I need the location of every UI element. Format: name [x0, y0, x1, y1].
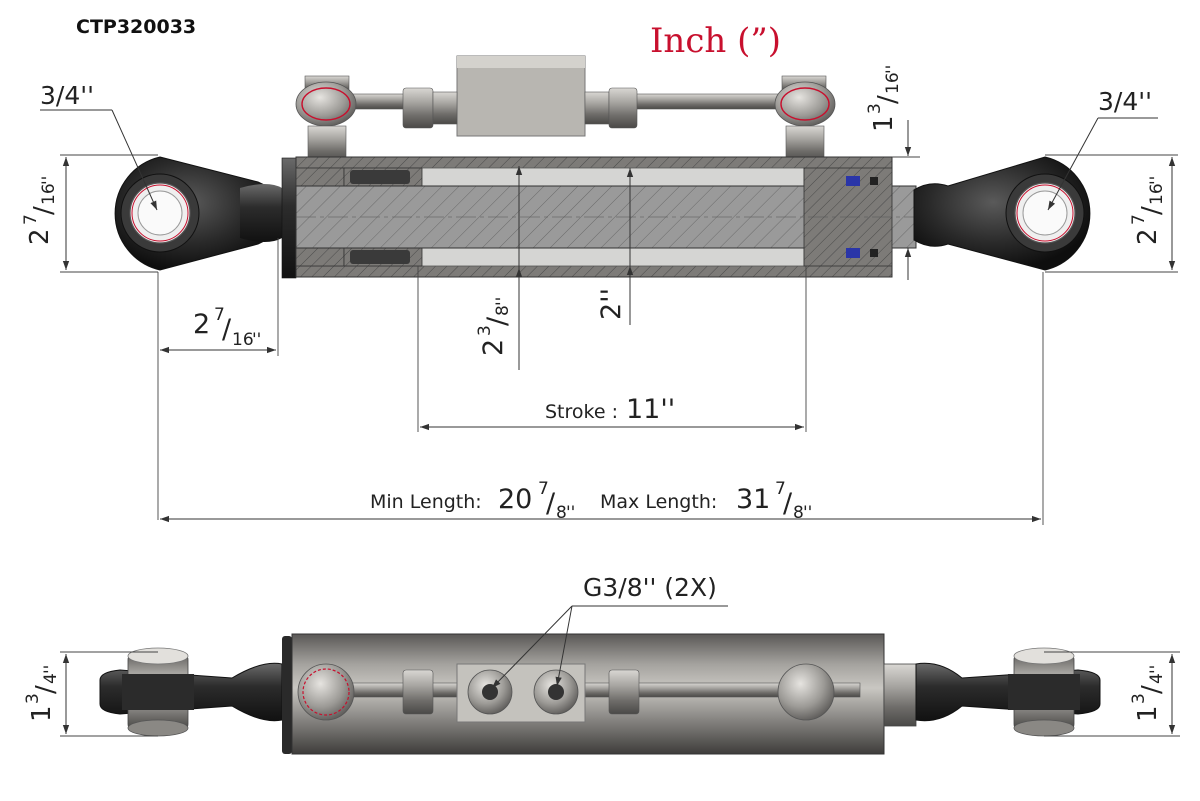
dim-port: G3/8'' (2X): [491, 573, 728, 689]
svg-text:/: /: [1137, 206, 1167, 215]
dim-bore: 2 3 / 8 '': [475, 166, 523, 370]
svg-text:7: 7: [1129, 214, 1149, 225]
svg-text:3: 3: [23, 693, 43, 704]
svg-text:/: /: [546, 488, 556, 519]
svg-text:'': '': [883, 65, 903, 74]
svg-text:3/4'': 3/4'': [40, 81, 94, 110]
svg-text:3: 3: [1129, 693, 1149, 704]
cylinder-side-view: [99, 633, 1101, 755]
dim-left-pin: 3/4'': [40, 81, 158, 211]
svg-text:2: 2: [193, 309, 210, 340]
svg-text:7: 7: [775, 479, 786, 499]
dim-rod: 2'': [596, 168, 634, 325]
svg-text:'': '': [566, 503, 575, 523]
svg-text:1: 1: [869, 115, 899, 132]
svg-text:2: 2: [25, 228, 55, 245]
svg-text:7: 7: [538, 479, 549, 499]
svg-text:4: 4: [1147, 673, 1167, 684]
dim-overall-length: Min Length: 20 7 / 8 '' Max Length: 31 7…: [160, 272, 1044, 525]
svg-text:31: 31: [736, 484, 770, 515]
svg-text:Min Length:: Min Length:: [370, 491, 482, 513]
dim-left-eye-height: 2 7 / 16 '': [21, 154, 158, 273]
svg-text:Stroke :: Stroke :: [545, 401, 618, 423]
svg-text:11'': 11'': [626, 394, 675, 425]
svg-text:/: /: [29, 206, 59, 215]
svg-text:'': '': [803, 503, 812, 523]
svg-text:/: /: [222, 314, 232, 345]
svg-text:2: 2: [478, 339, 509, 356]
svg-text:G3/8'' (2X): G3/8'' (2X): [583, 573, 717, 602]
svg-text:7: 7: [21, 214, 41, 225]
svg-text:2: 2: [1133, 228, 1163, 245]
svg-text:7: 7: [214, 305, 225, 325]
svg-text:3: 3: [865, 103, 885, 114]
svg-text:16: 16: [232, 330, 254, 350]
svg-text:16: 16: [883, 72, 903, 94]
dim-left-eye-width: 1 3 / 4 '': [23, 651, 158, 737]
dim-right-eye-width: 1 3 / 4 '': [1044, 651, 1180, 737]
svg-text:/: /: [783, 488, 793, 519]
svg-text:/: /: [1137, 685, 1167, 694]
svg-text:Max Length:: Max Length:: [600, 491, 717, 513]
svg-text:16: 16: [39, 183, 59, 205]
dim-stroke: Stroke : 11'': [417, 266, 807, 432]
svg-text:8: 8: [793, 503, 804, 523]
svg-text:/: /: [482, 316, 513, 326]
svg-text:8: 8: [493, 305, 513, 316]
svg-text:/: /: [31, 685, 61, 694]
svg-text:20: 20: [498, 484, 532, 515]
left-rod-eye-top: [114, 156, 282, 271]
unit-label: Inch (”): [650, 21, 781, 61]
part-code: CTP320033: [76, 16, 196, 38]
svg-text:'': '': [41, 665, 61, 674]
right-rod-eye-top: [913, 156, 1091, 271]
dim-valve-offset: 1 3 / 16 '': [865, 65, 920, 280]
svg-text:3/4'': 3/4'': [1098, 87, 1152, 116]
svg-text:/: /: [873, 95, 903, 104]
dim-left-eye-length: 2 7 / 16 '': [157, 238, 279, 520]
svg-text:4: 4: [41, 673, 61, 684]
svg-text:'': '': [252, 330, 261, 350]
svg-text:'': '': [1147, 176, 1167, 185]
svg-text:1: 1: [1133, 705, 1163, 722]
svg-text:'': '': [1147, 665, 1167, 674]
dim-right-eye-height: 2 7 / 16 '': [1045, 154, 1178, 273]
svg-text:2'': 2'': [596, 288, 627, 320]
svg-text:3: 3: [475, 325, 495, 336]
dim-right-pin: 3/4'': [1047, 87, 1158, 211]
svg-text:'': '': [39, 176, 59, 185]
svg-text:16: 16: [1147, 183, 1167, 205]
valve-assembly-top: [295, 55, 836, 163]
svg-text:8: 8: [556, 503, 567, 523]
svg-text:'': '': [493, 297, 513, 306]
cylinder-section: [281, 156, 917, 279]
svg-text:1: 1: [27, 705, 57, 722]
